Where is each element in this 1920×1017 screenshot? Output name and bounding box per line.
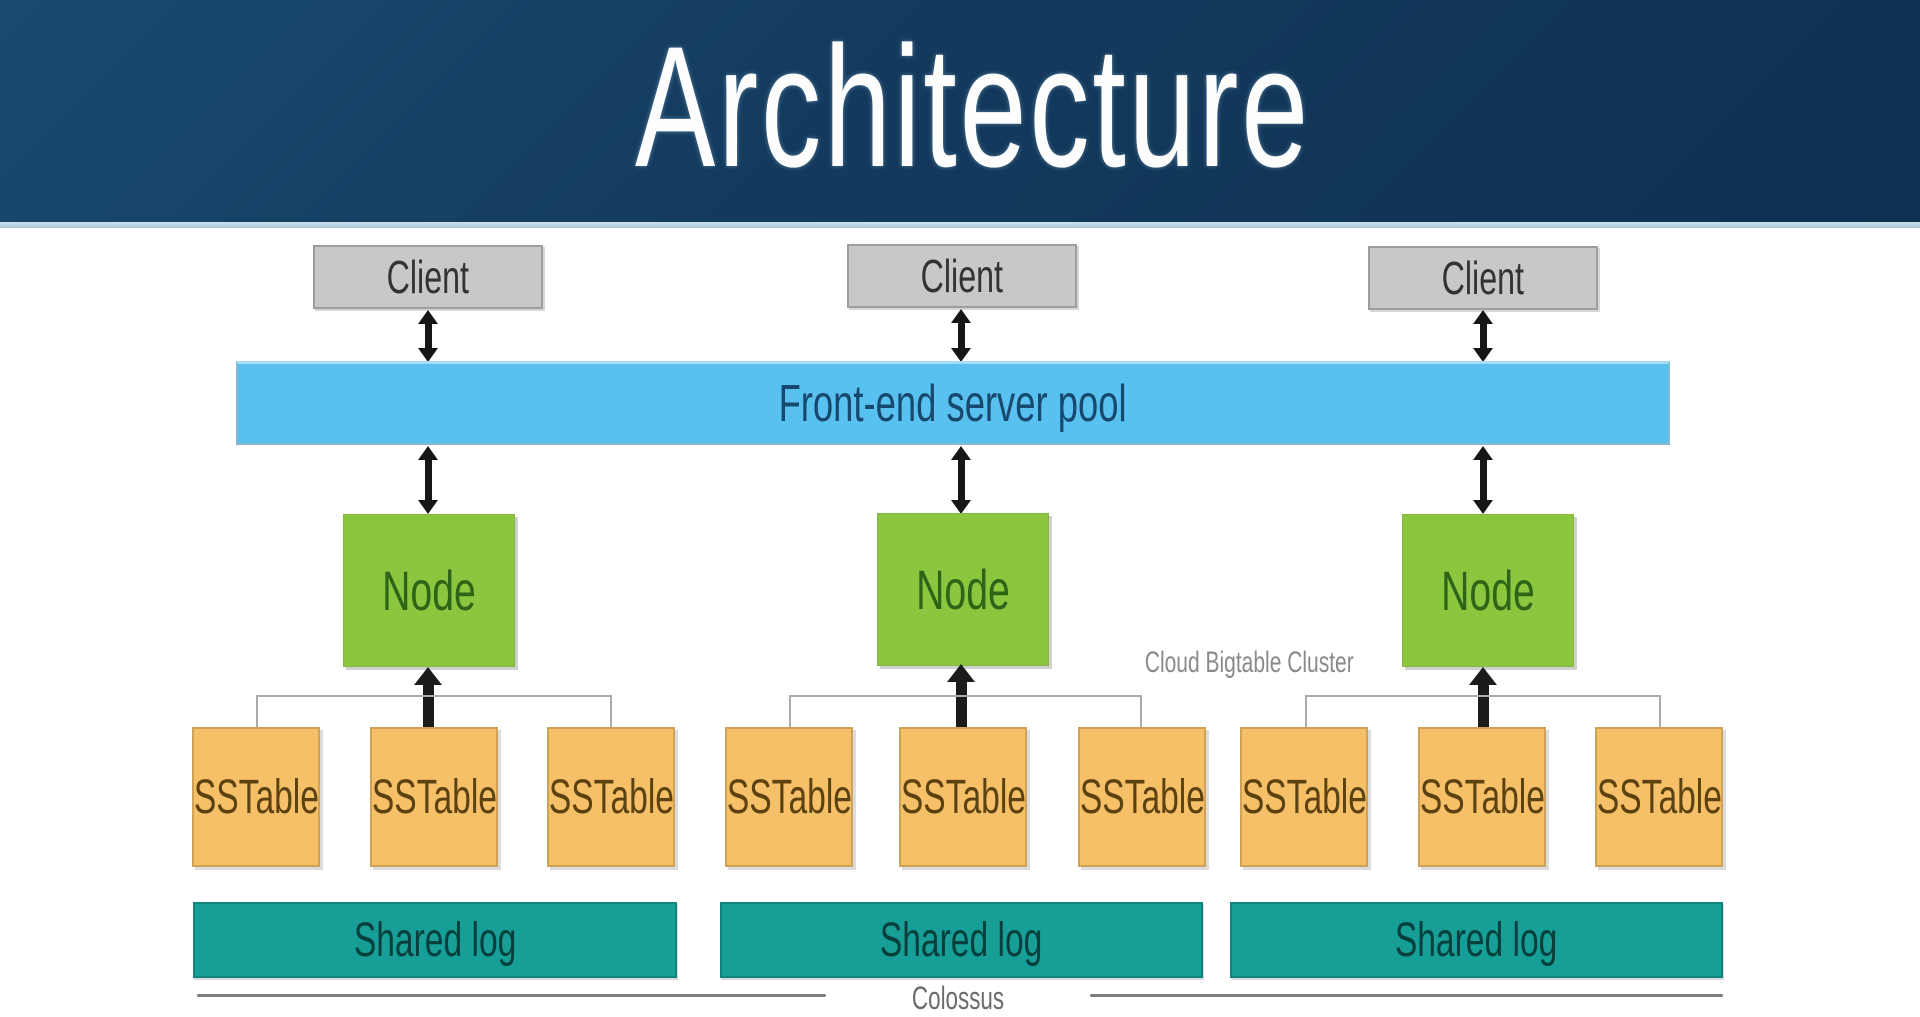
client-label: Client	[920, 250, 1004, 302]
colossus-caption: Colossus	[911, 980, 1005, 1016]
header-separator	[0, 222, 1920, 228]
front-end-server-pool-label: Front-end server pool	[779, 374, 1127, 433]
connector-bracket-2	[789, 695, 1142, 730]
node-label: Node	[1441, 559, 1535, 622]
client-label: Client	[386, 251, 470, 303]
double-arrow-icon	[417, 446, 439, 514]
up-arrow-icon	[1468, 667, 1498, 727]
client-label: Client	[1441, 252, 1525, 304]
colossus-line-right	[1090, 994, 1723, 997]
sstable-box: SSTable	[192, 727, 320, 867]
double-arrow-icon	[1472, 310, 1494, 362]
cluster-caption-text: Cloud Bigtable Cluster	[1144, 646, 1354, 679]
sstable-label: SSTable	[1419, 770, 1545, 824]
connector-bracket-1	[256, 695, 612, 730]
double-arrow-icon	[417, 310, 439, 362]
sstable-box: SSTable	[1418, 727, 1546, 867]
node-box-3: Node	[1402, 514, 1574, 667]
sstable-label: SSTable	[900, 770, 1026, 824]
client-box-3: Client	[1368, 246, 1598, 310]
header-banner	[0, 0, 1920, 222]
sstable-label: SSTable	[726, 770, 852, 824]
sstable-box: SSTable	[547, 727, 675, 867]
node-label: Node	[916, 558, 1010, 621]
slide-title: Architecture	[635, 11, 1311, 203]
shared-log-bar-1: Shared log	[193, 902, 677, 978]
sstable-box: SSTable	[899, 727, 1027, 867]
up-arrow-icon	[946, 664, 976, 727]
sstable-box: SSTable	[725, 727, 853, 867]
client-box-1: Client	[313, 245, 543, 309]
shared-log-label: Shared log	[353, 913, 517, 967]
up-arrow-icon	[413, 667, 443, 727]
sstable-box: SSTable	[370, 727, 498, 867]
double-arrow-icon	[1472, 446, 1494, 514]
shared-log-label: Shared log	[1395, 913, 1558, 967]
node-label: Node	[382, 559, 476, 622]
front-end-server-pool-bar: Front-end server pool	[236, 361, 1670, 445]
sstable-label: SSTable	[1241, 770, 1367, 824]
sstable-label: SSTable	[371, 770, 497, 824]
sstable-label: SSTable	[1079, 770, 1205, 824]
shared-log-bar-2: Shared log	[720, 902, 1203, 978]
shared-log-bar-3: Shared log	[1230, 902, 1723, 978]
cluster-caption: Cloud Bigtable Cluster	[1100, 646, 1399, 680]
sstable-label: SSTable	[548, 770, 674, 824]
sstable-box: SSTable	[1595, 727, 1723, 867]
colossus-line-left	[197, 994, 826, 997]
sstable-label: SSTable	[1596, 770, 1722, 824]
sstable-box: SSTable	[1078, 727, 1206, 867]
client-box-2: Client	[847, 244, 1077, 308]
node-box-2: Node	[877, 513, 1049, 666]
connector-bracket-3	[1305, 695, 1661, 730]
double-arrow-icon	[950, 446, 972, 514]
node-box-1: Node	[343, 514, 515, 667]
shared-log-label: Shared log	[880, 913, 1043, 967]
double-arrow-icon	[950, 309, 972, 362]
sstable-label: SSTable	[193, 770, 319, 824]
sstable-box: SSTable	[1240, 727, 1368, 867]
